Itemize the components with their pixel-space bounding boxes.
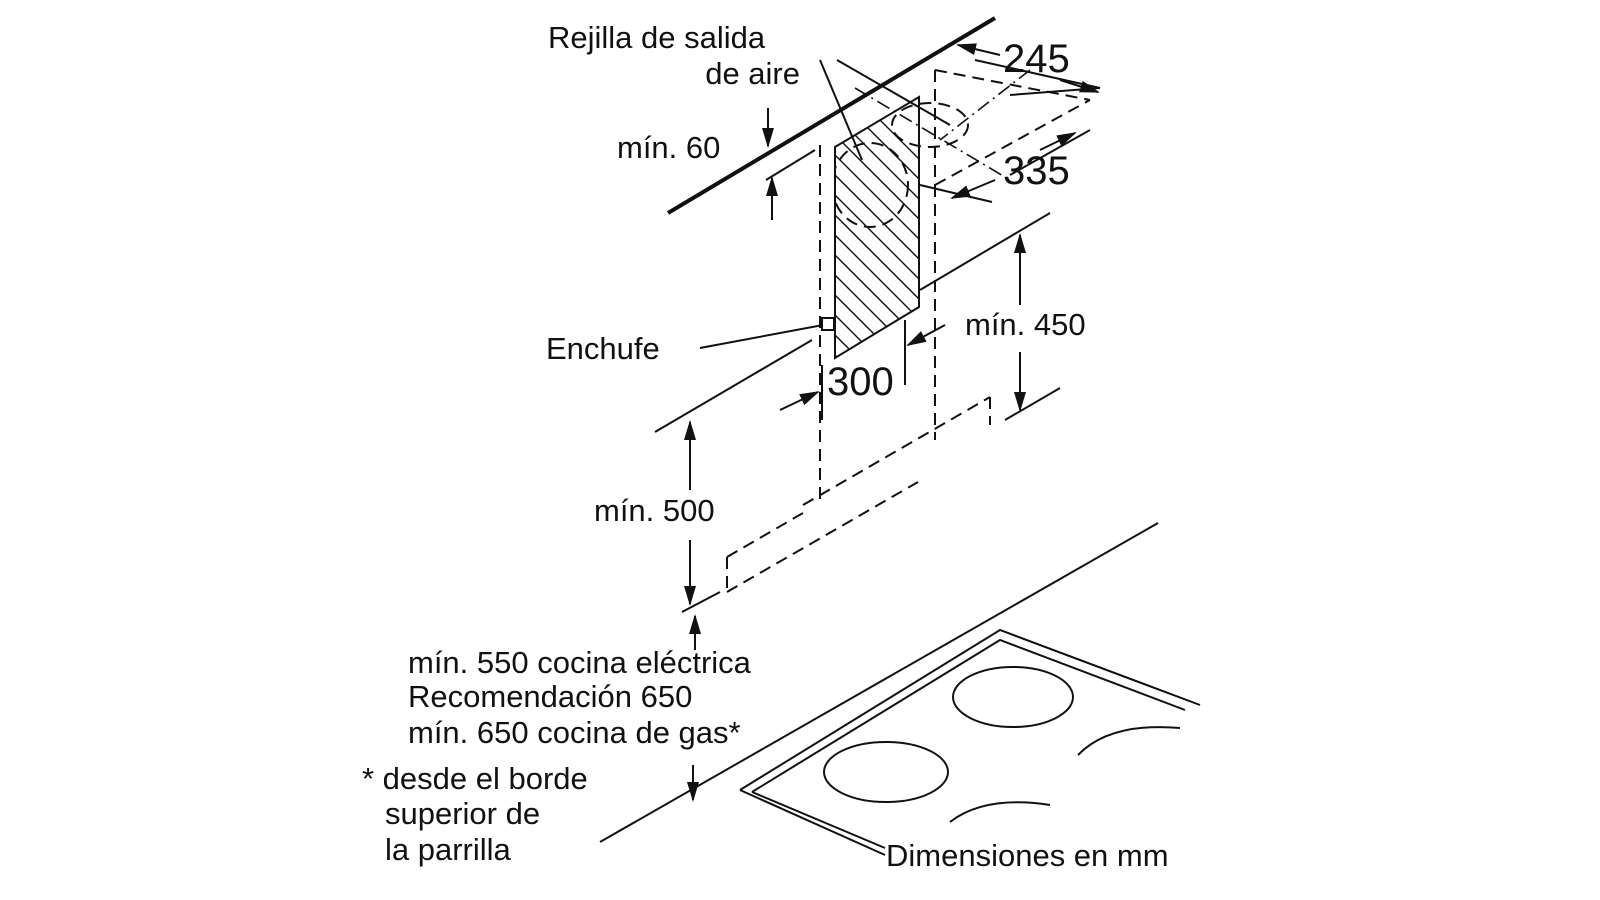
dim-300-label: 300 — [827, 360, 894, 404]
plug-label: Enchufe — [546, 331, 660, 366]
footnote-3: la parrilla — [385, 832, 512, 867]
min500-label: mín. 500 — [594, 493, 715, 528]
note-electric: mín. 550 cocina eléctrica — [408, 645, 752, 680]
air-outlet-label-2: de aire — [705, 56, 800, 91]
cooktop — [599, 522, 1201, 856]
dim-335-label: 335 — [1003, 149, 1070, 193]
dim-245-label: 245 — [1003, 37, 1070, 81]
footnote-2: superior de — [385, 796, 540, 831]
ceiling-line — [666, 16, 997, 215]
duct-shaft — [821, 95, 920, 360]
min60-label: mín. 60 — [617, 130, 720, 165]
air-outlet-label: Rejilla de salida — [548, 20, 766, 55]
note-recommendation: Recomendación 650 — [408, 679, 692, 714]
units-label: Dimensiones en mm — [886, 838, 1169, 873]
plug-socket — [821, 317, 835, 331]
dimension-lines — [654, 43, 1101, 802]
hood-outline — [726, 145, 991, 593]
air-outlet-projection — [819, 59, 1091, 186]
note-gas: mín. 650 cocina de gas* — [408, 715, 741, 750]
min450-label: mín. 450 — [965, 307, 1086, 342]
footnote-1: * desde el borde — [362, 761, 588, 796]
